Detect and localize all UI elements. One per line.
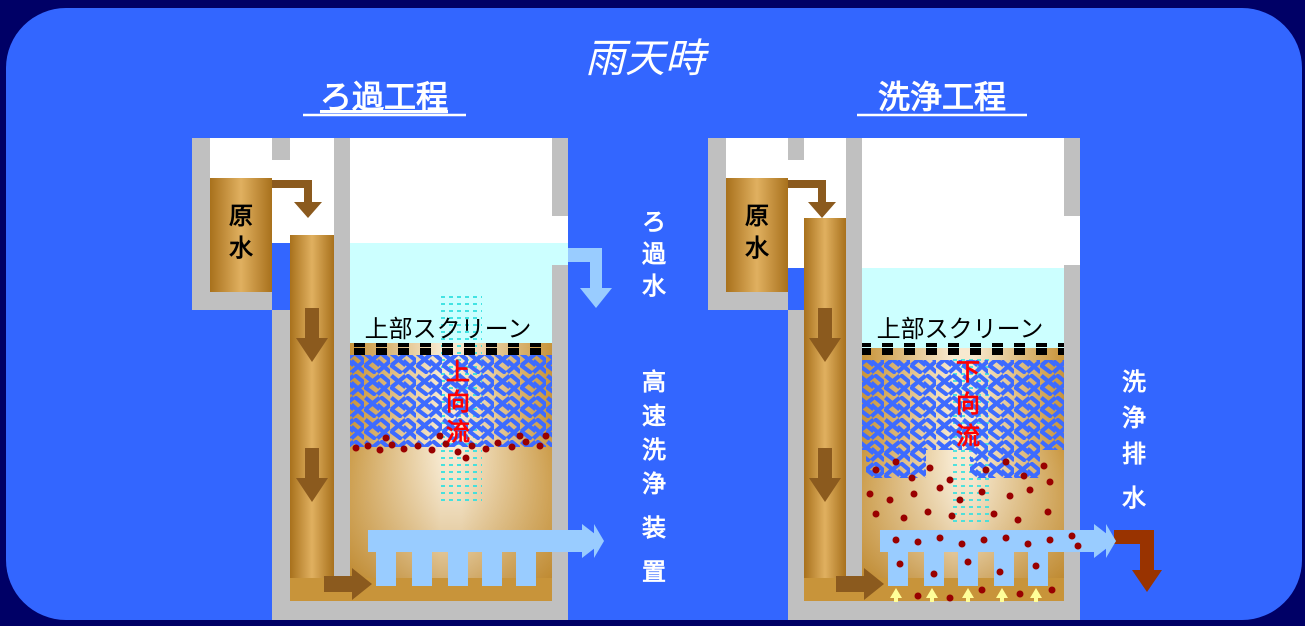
wash-drain-label: 洗 浄 排 水	[1122, 368, 1147, 512]
washing-heading: 洗浄工程	[878, 78, 1006, 116]
svg-text:速: 速	[642, 402, 666, 430]
svg-text:向: 向	[956, 390, 980, 418]
tank-wall-top	[552, 138, 568, 216]
bottom-flow-arrow	[324, 568, 372, 600]
svg-text:浄: 浄	[1122, 404, 1146, 432]
svg-text:過: 過	[642, 240, 667, 268]
svg-text:洗: 洗	[642, 436, 666, 464]
filtration-panel: ろ過工程 原 水	[192, 78, 667, 620]
raw-water-label-line1: 原	[229, 202, 253, 230]
upper-screen-label: 上部スクリーン	[365, 315, 532, 343]
raw-water-box-right	[726, 178, 788, 292]
downcomer-channel-right	[804, 218, 846, 601]
drain-arrow	[1114, 530, 1162, 592]
svg-text:洗: 洗	[1122, 368, 1146, 396]
svg-text:浄: 浄	[642, 470, 666, 498]
svg-text:排: 排	[1122, 440, 1146, 468]
wall-stub	[272, 138, 290, 160]
raw-water-label-line2: 水	[229, 234, 254, 262]
svg-text:向: 向	[446, 388, 470, 416]
raw-water-box	[210, 178, 272, 292]
svg-text:上: 上	[446, 358, 470, 386]
wash-device-pipe	[368, 530, 582, 552]
upper-screen-label-right: 上部スクリーン	[877, 315, 1044, 343]
filtered-outlet-arrow	[568, 248, 612, 308]
svg-text:装: 装	[642, 514, 666, 542]
outer-wall-left	[192, 138, 290, 620]
svg-text:原: 原	[745, 202, 769, 230]
downcomer-channel	[290, 235, 334, 601]
released-particles	[866, 458, 1054, 524]
filter-media-right	[862, 360, 1064, 450]
inner-wall	[334, 138, 350, 578]
tank-wall-right	[552, 265, 568, 620]
filtration-heading: ろ過工程	[320, 78, 448, 116]
svg-text:水: 水	[642, 272, 667, 300]
wash-nozzles	[376, 552, 536, 586]
svg-text:置: 置	[642, 558, 666, 586]
svg-text:下: 下	[956, 358, 980, 386]
tank-floor	[272, 601, 568, 620]
inlet-arrow	[272, 180, 322, 218]
down-arrow-1	[296, 308, 328, 362]
high-speed-wash-device-label: 高 速 洗 浄 装 置	[642, 368, 666, 586]
water-zone-right	[862, 268, 1064, 348]
downflow-label: 下 向 流	[956, 358, 980, 450]
up-arrows	[890, 588, 1042, 602]
trapped-particles	[352, 432, 550, 462]
upflow-label: 上 向 流	[446, 358, 470, 446]
svg-text:高: 高	[642, 368, 666, 396]
upper-screen-right	[862, 343, 1064, 355]
svg-text:水: 水	[1122, 484, 1147, 512]
filtered-water-label: ろ 過 水	[642, 208, 667, 300]
svg-text:水: 水	[745, 234, 770, 262]
washing-panel: 洗浄工程 原 水	[708, 78, 1162, 620]
filter-media	[350, 355, 552, 447]
title: 雨天時	[585, 36, 710, 82]
down-arrow-2	[296, 448, 328, 502]
svg-text:ろ: ろ	[642, 208, 666, 236]
upper-screen	[350, 343, 552, 355]
svg-text:流: 流	[446, 418, 470, 446]
svg-text:流: 流	[956, 422, 980, 450]
